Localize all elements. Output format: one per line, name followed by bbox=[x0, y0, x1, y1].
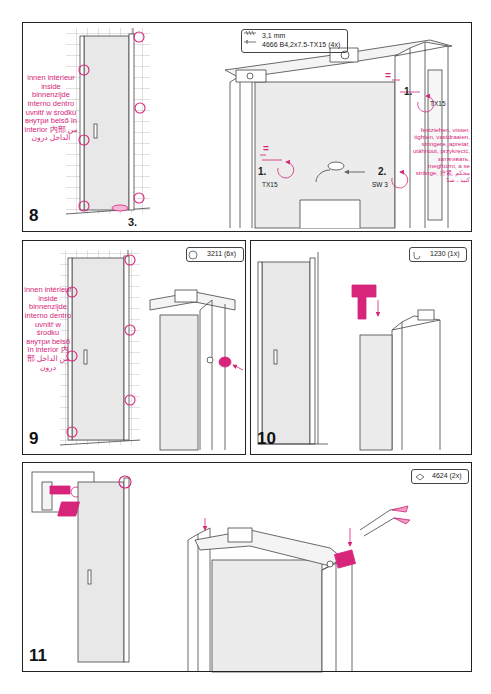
part-number: 3,1 mm bbox=[262, 32, 342, 41]
tool-label: SW 3 bbox=[372, 181, 388, 188]
multilingual-note: innen intérieur inside binnenzijde inter… bbox=[24, 286, 72, 372]
part-box: 3,1 mm4666 B4,2x7.5-TX15 (4x) bbox=[241, 29, 348, 53]
part-number: 4624 (2x) bbox=[432, 472, 463, 481]
part-box: 3211 (6x) bbox=[186, 247, 244, 262]
step-panel: 8 3,1 mm4666 B4,2x7.5-TX15 (4x) bbox=[22, 22, 472, 232]
step-panel: 10 1230 (1x) bbox=[250, 240, 472, 455]
callout-number: 2. bbox=[378, 166, 386, 178]
multilingual-note: innen intérieur inside binnenzijde inter… bbox=[24, 74, 78, 143]
alignment-mark: = bbox=[385, 70, 391, 82]
callout-number: 1. bbox=[404, 86, 412, 98]
step-number: 9 bbox=[29, 429, 38, 449]
part-number: 3211 (6x) bbox=[207, 250, 238, 259]
callout-number: 1. bbox=[258, 166, 266, 178]
step-number: 8 bbox=[29, 206, 38, 226]
multilingual-note: festziehen, visser, tighten, vastdraaien… bbox=[412, 126, 470, 183]
part-box: 4624 (2x) bbox=[411, 469, 469, 484]
callout-number: 3. bbox=[128, 216, 137, 229]
step-number: 11 bbox=[29, 646, 47, 666]
alignment-mark: = bbox=[263, 143, 269, 155]
part-number: 4666 B4,2x7.5-TX15 (4x) bbox=[262, 41, 342, 50]
tool-label: TX15 bbox=[430, 100, 446, 107]
step-panel: 11 4624 (2x) bbox=[22, 462, 472, 672]
step-number: 10 bbox=[257, 429, 276, 449]
tool-label: TX15 bbox=[262, 181, 278, 188]
part-box: 1230 (1x) bbox=[409, 247, 467, 262]
part-number: 1230 (1x) bbox=[430, 250, 461, 259]
